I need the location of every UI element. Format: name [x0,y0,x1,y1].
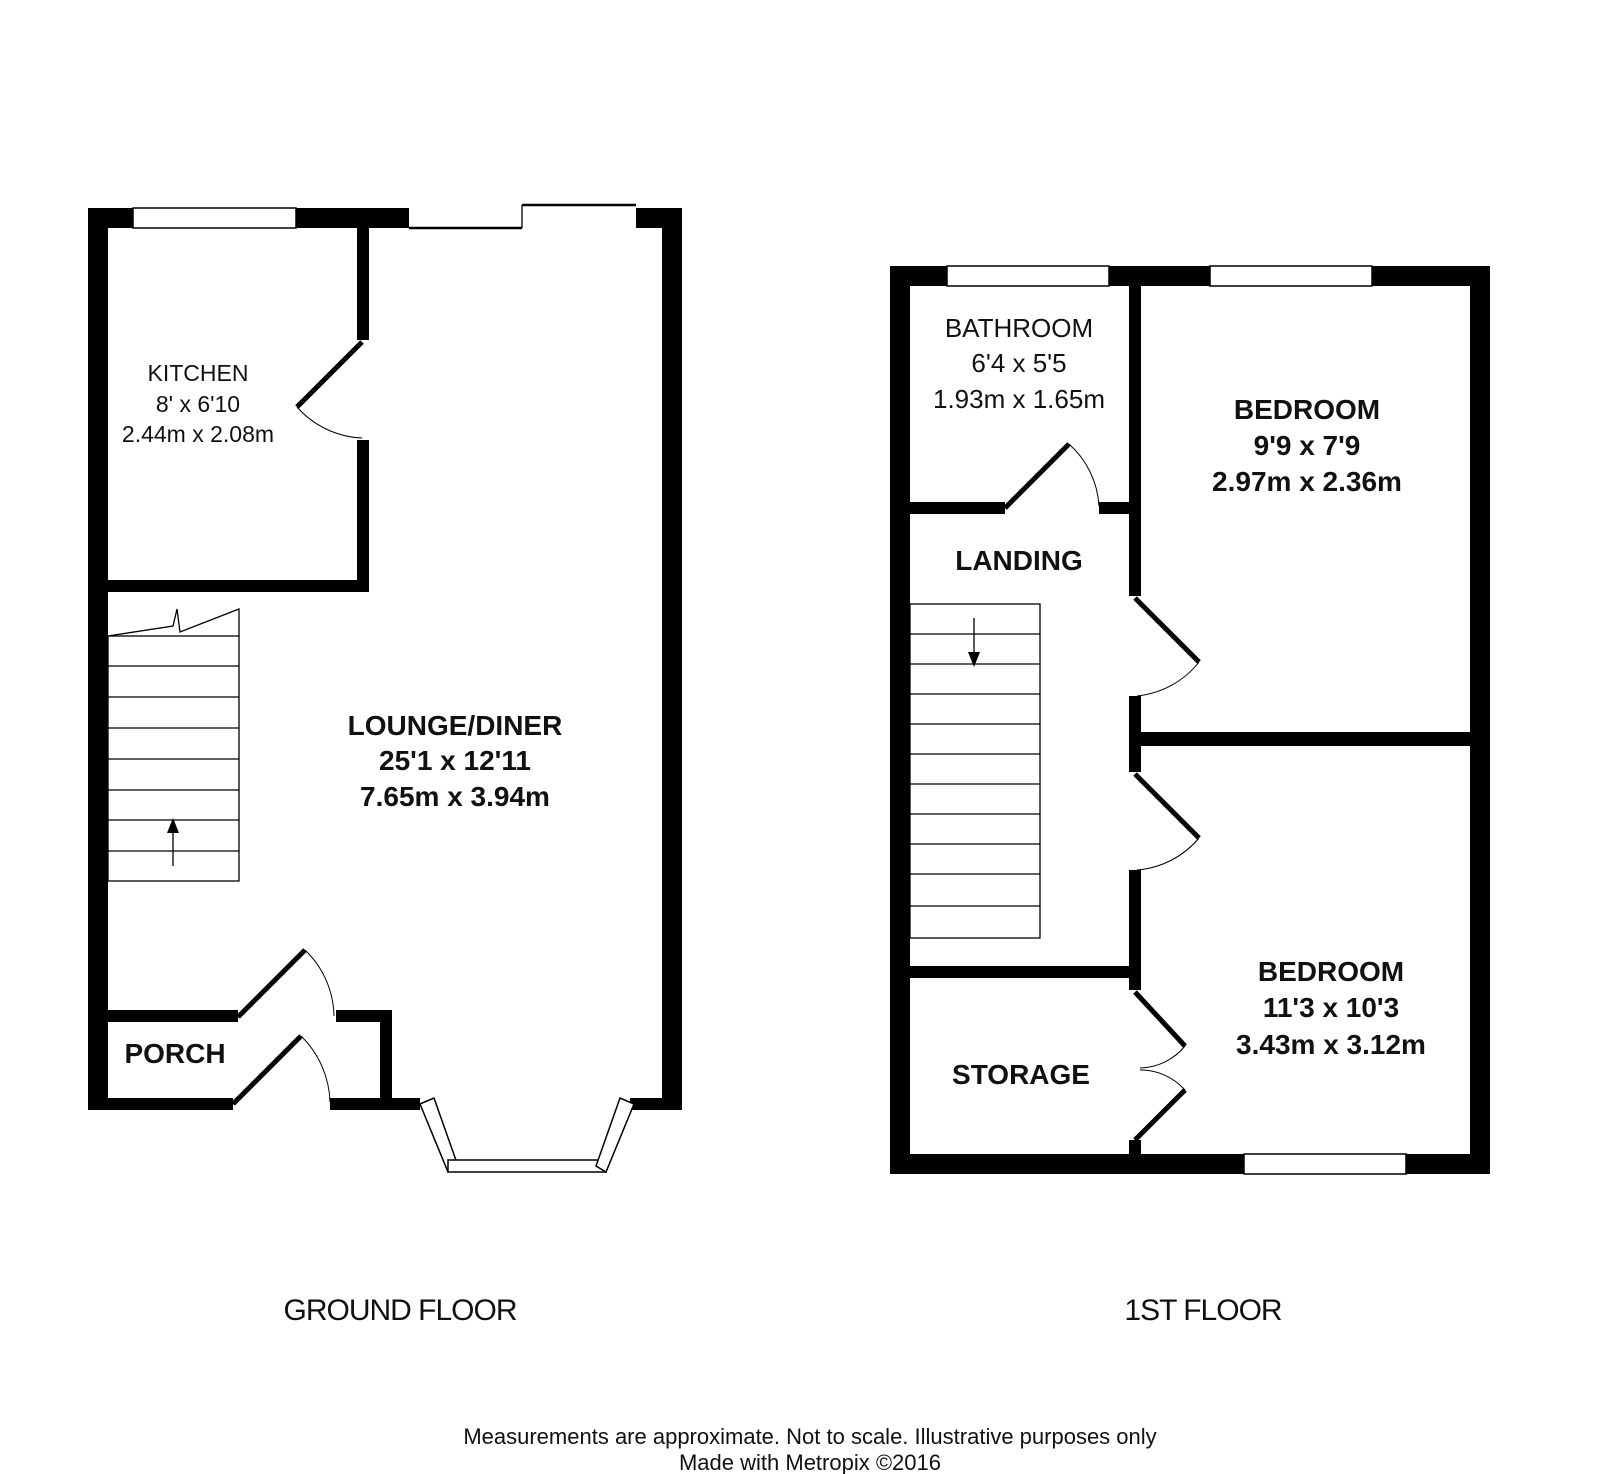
ground-floor-label: GROUND FLOOR [283,1294,516,1327]
wall [662,208,682,1110]
wall [88,208,108,1110]
lounge-name: LOUNGE/DINER [348,710,563,741]
kitchen-metric: 2.44m x 2.08m [122,421,274,447]
front-door [231,1034,303,1106]
wall [1406,1154,1490,1174]
lounge-imperial: 25'1 x 12'11 [379,745,531,776]
wall [630,1098,682,1110]
door-swing [1068,443,1100,507]
wall [108,1010,238,1022]
wall [1470,266,1490,1174]
kitchen-name: KITCHEN [148,360,249,386]
door-swing [1139,1069,1186,1091]
wall [890,266,947,286]
staircase [107,608,240,882]
door-swing [1139,1045,1186,1069]
wall [1129,1140,1141,1154]
wall [1129,286,1141,596]
wall [1099,502,1129,514]
ground-floor-plan [88,203,682,1174]
bedroom2-name: BEDROOM [1258,956,1404,987]
landing-name: LANDING [955,545,1083,576]
wall [1129,732,1470,746]
porch-inner-door [236,948,307,1019]
wall [910,966,1129,978]
bathroom-name: BATHROOM [945,313,1093,343]
kitchen-imperial: 8' x 6'10 [156,391,240,417]
wall [890,1154,1244,1174]
bedroom2-imperial: 11'3 x 10'3 [1263,992,1399,1023]
wall [88,1098,233,1110]
porch-name: PORCH [124,1038,225,1069]
disclaimer-text: Measurements are approximate. Not to sca… [463,1424,1156,1449]
credit-text: Made with Metropix ©2016 [679,1450,941,1474]
bathroom-door [1003,442,1071,510]
bedroom1-metric: 2.97m x 2.36m [1212,466,1402,497]
wall [910,502,1005,514]
wall [88,208,133,228]
first-floor-label: 1ST FLOOR [1124,1294,1281,1327]
wall [357,440,369,592]
storage-name: STORAGE [952,1059,1090,1090]
bedroom-door [1133,596,1201,664]
door-swing [304,949,335,1017]
staircase [909,603,1041,939]
bedroom1-name: BEDROOM [1234,394,1380,425]
wall [890,266,910,1174]
bedroom2-metric: 3.43m x 3.12m [1236,1029,1426,1060]
bedroom-door [1133,772,1201,840]
storage-door [1133,1088,1187,1142]
arrow-up-icon [167,818,179,833]
wall [296,208,409,228]
window [946,265,1110,287]
kitchen-door [295,340,364,409]
bedroom1-imperial: 9'9 x 7'9 [1254,430,1361,461]
wall [380,1010,392,1110]
wall [336,1010,392,1022]
door-swing [300,1035,331,1103]
lounge-metric: 7.65m x 3.94m [360,781,550,812]
wall [108,580,369,592]
window [1209,265,1373,287]
window [132,207,297,229]
first-floor-plan [890,265,1490,1175]
bay-window [419,1096,635,1174]
storage-door [1133,990,1187,1048]
door-swing [296,406,363,439]
wall [1129,870,1141,990]
wall [1372,266,1490,286]
bathroom-metric: 1.93m x 1.65m [933,384,1105,414]
arrow-down-icon [968,652,980,667]
door-swing [1136,837,1200,871]
window [1243,1153,1407,1175]
wall [330,1098,420,1110]
wall [1109,266,1210,286]
door-swing [1136,661,1200,697]
wall [357,228,369,340]
bathroom-imperial: 6'4 x 5'5 [971,348,1066,378]
